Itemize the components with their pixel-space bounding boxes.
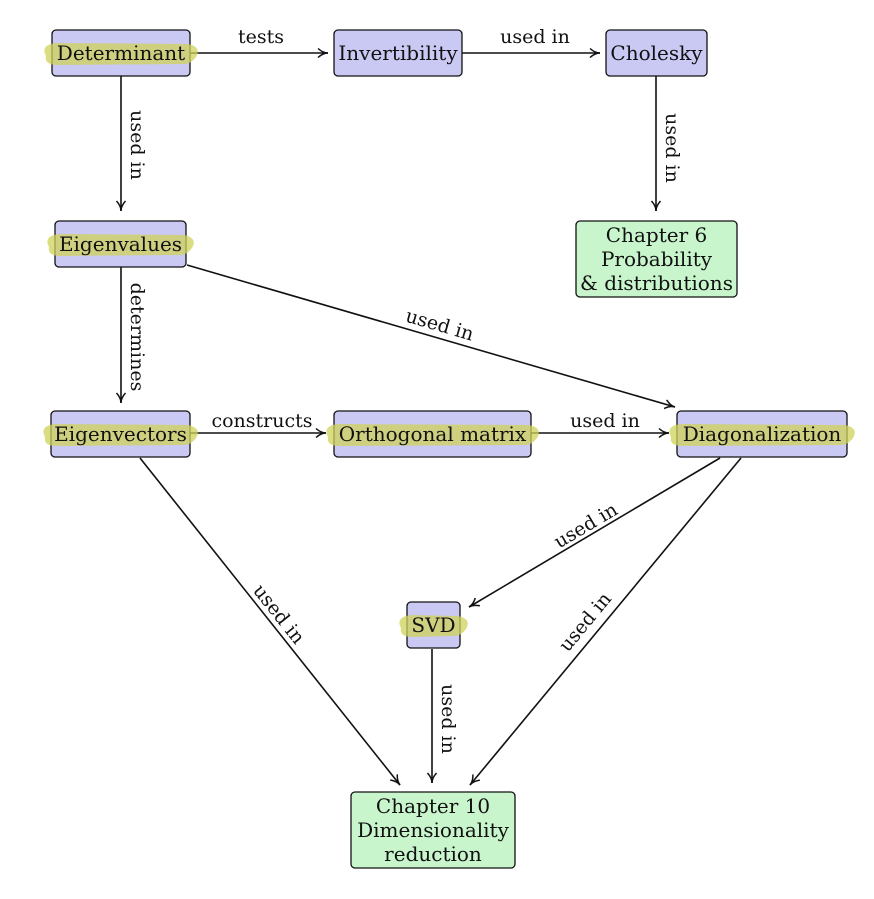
highlighter-mark <box>399 615 468 637</box>
edge-label: used in <box>248 580 309 648</box>
node-eigenvectors: Eigenvectors <box>43 410 198 458</box>
node-box <box>333 29 463 77</box>
highlighter-mark <box>47 234 194 256</box>
edge-svd-to-chapter10: used in <box>426 649 459 784</box>
node-label: Dimensionality <box>357 818 509 842</box>
node-box <box>350 791 516 869</box>
node-label: SVD <box>411 613 455 637</box>
edge-label: used in <box>661 113 683 183</box>
highlighter-mark <box>669 424 855 446</box>
node-label: Eigenvalues <box>59 232 182 256</box>
node-orthogonal: Orthogonal matrix <box>326 410 539 458</box>
node-label: & distributions <box>580 271 733 295</box>
edge-eigenvectors-to-orthogonal: constructs <box>190 410 327 439</box>
edge-label: constructs <box>211 410 312 432</box>
edge-orthogonal-to-diagonalization: used in <box>531 410 670 439</box>
node-label: Invertibility <box>338 41 458 65</box>
edge-determinant-to-eigenvalues: used in <box>115 76 148 212</box>
node-label: Chapter 10 <box>376 794 490 818</box>
edge-eigenvectors-to-chapter10: used in <box>139 457 401 786</box>
node-diagonalization: Diagonalization <box>669 410 855 458</box>
edge-label: used in <box>570 410 640 432</box>
edge-label: used in <box>500 26 570 48</box>
edge-arrow <box>468 457 721 608</box>
node-label: Determinant <box>57 41 185 65</box>
edge-arrow <box>186 264 676 410</box>
edge-label: tests <box>238 26 284 48</box>
edge-diagonalization-to-svd: used in <box>468 457 721 608</box>
node-label: Chapter 6 <box>606 223 707 247</box>
node-box <box>605 29 708 77</box>
node-label: reduction <box>384 842 482 866</box>
node-eigenvalues: Eigenvalues <box>47 220 194 268</box>
node-box <box>575 220 738 298</box>
edge-cholesky-to-chapter6: used in <box>650 76 683 212</box>
edge-label: used in <box>126 110 148 180</box>
edge-eigenvalues-to-eigenvectors: determines <box>115 267 148 404</box>
highlighter-mark <box>44 43 198 65</box>
edge-label: used in <box>437 684 459 754</box>
edge-label: used in <box>550 499 621 554</box>
node-label: Orthogonal matrix <box>339 422 527 446</box>
edge-label: determines <box>126 283 148 392</box>
node-label: Eigenvectors <box>54 422 187 446</box>
node-label: Cholesky <box>610 41 703 65</box>
node-invertibility: Invertibility <box>333 29 463 77</box>
edge-label: used in <box>403 305 476 346</box>
node-svd: SVD <box>399 601 468 649</box>
edge-arrow <box>469 457 742 786</box>
node-determinant: Determinant <box>44 29 198 77</box>
edge-determinant-to-invertibility: tests <box>190 26 329 59</box>
edge-invertibility-to-cholesky: used in <box>462 26 601 59</box>
highlighter-mark <box>43 424 198 446</box>
edge-arrow <box>139 457 401 786</box>
highlighter-mark <box>326 424 539 446</box>
node-cholesky: Cholesky <box>605 29 708 77</box>
node-label: Probability <box>601 247 713 271</box>
node-label: Diagonalization <box>683 422 842 446</box>
